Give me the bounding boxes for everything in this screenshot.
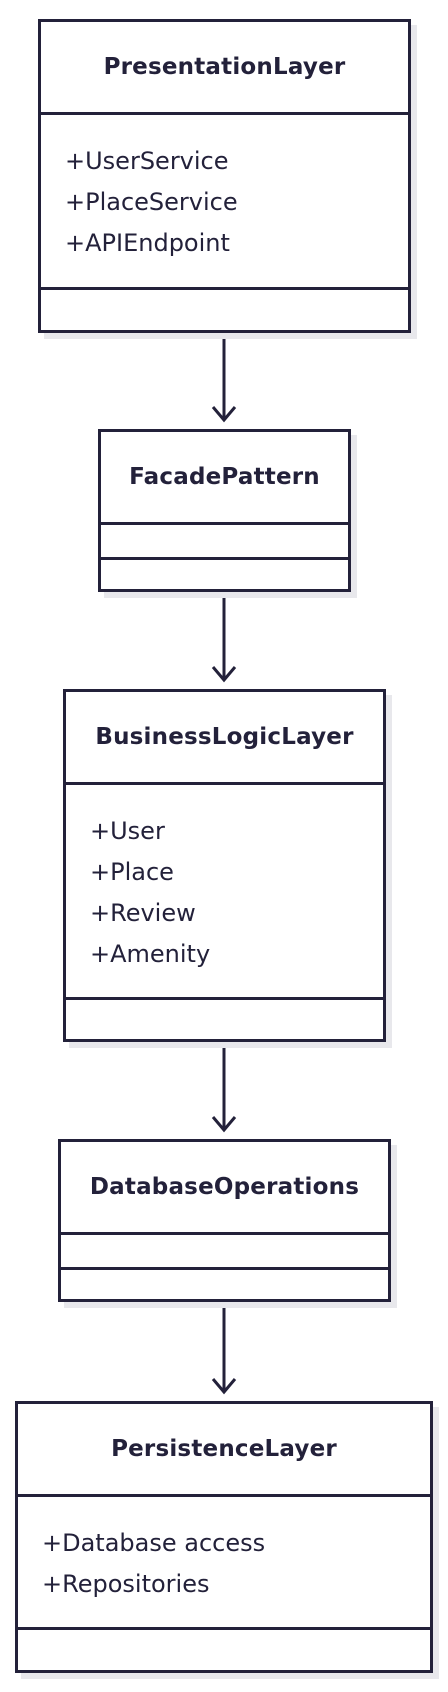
class-attributes: +Database access +Repositories — [18, 1497, 430, 1630]
class-attribute: +PlaceService — [65, 188, 238, 216]
class-attribute: +Review — [90, 899, 196, 927]
class-name: DatabaseOperations — [61, 1142, 388, 1235]
arrow-databaseoperations-to-persistence — [211, 1302, 237, 1395]
class-box-businesslogiclayer[interactable]: BusinessLogicLayer +User +Place +Review … — [63, 689, 386, 1042]
class-attributes — [101, 525, 348, 560]
class-attribute: +Repositories — [42, 1570, 210, 1598]
class-attribute: +Amenity — [90, 940, 211, 968]
class-name: BusinessLogicLayer — [66, 692, 383, 785]
class-attributes — [61, 1235, 388, 1270]
class-name: FacadePattern — [101, 432, 348, 525]
class-box-persistencelayer[interactable]: PersistenceLayer +Database access +Repos… — [15, 1401, 433, 1673]
class-attribute: +UserService — [65, 147, 229, 175]
arrow-facade-to-businesslogic — [211, 592, 237, 683]
class-box-presentationlayer[interactable]: PresentationLayer +UserService +PlaceSer… — [38, 19, 411, 333]
class-attribute: +User — [90, 817, 165, 845]
class-attributes: +UserService +PlaceService +APIEndpoint — [41, 115, 408, 290]
class-attributes: +User +Place +Review +Amenity — [66, 785, 383, 1000]
class-attribute: +Place — [90, 858, 174, 886]
arrow-presentation-to-facade — [211, 333, 237, 423]
class-attribute: +Database access — [42, 1529, 266, 1557]
class-attribute: +APIEndpoint — [65, 229, 230, 257]
arrow-businesslogic-to-databaseoperations — [211, 1042, 237, 1133]
class-box-databaseoperations[interactable]: DatabaseOperations — [58, 1139, 391, 1302]
class-box-facadepattern[interactable]: FacadePattern — [98, 429, 351, 592]
class-name: PersistenceLayer — [18, 1404, 430, 1497]
class-name: PresentationLayer — [41, 22, 408, 115]
